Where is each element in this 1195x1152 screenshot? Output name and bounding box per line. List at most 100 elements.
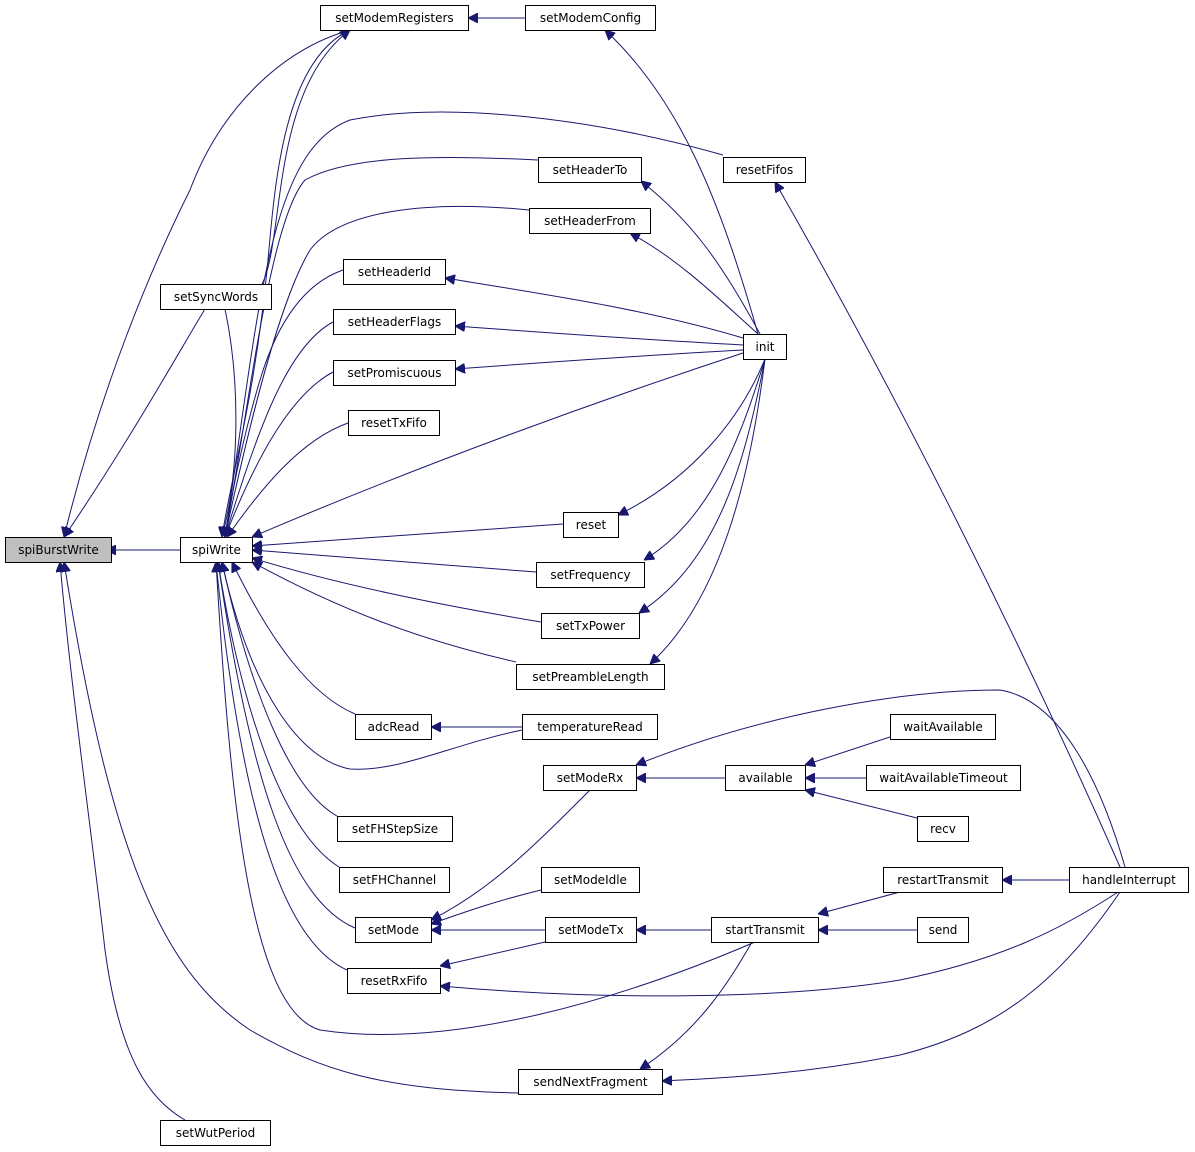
edge-init-to-reset [618, 358, 766, 515]
node-send[interactable]: send [917, 917, 969, 943]
edge-recv-to-available [805, 790, 918, 819]
node-label: temperatureRead [537, 720, 643, 734]
node-startTransmit[interactable]: startTransmit [711, 917, 819, 943]
edge-setHeaderId-to-spiWrite [225, 269, 344, 537]
edge-setModemRegisters-to-spiBurstWrite [64, 29, 351, 537]
node-waitAvailable[interactable]: waitAvailable [890, 714, 996, 740]
node-label: setModemRegisters [335, 11, 453, 25]
node-label: reset [576, 518, 607, 532]
edge-init-to-setHeaderFrom [630, 233, 759, 335]
node-setModemConfig[interactable]: setModemConfig [525, 5, 656, 31]
node-label: waitAvailable [903, 720, 983, 734]
node-label: setFHStepSize [352, 822, 438, 836]
edge-setTxPower-to-spiWrite [252, 558, 542, 623]
node-label: send [929, 923, 958, 937]
node-label: setModeIdle [554, 873, 627, 887]
node-label: recv [930, 822, 956, 836]
node-label: setHeaderTo [553, 163, 628, 177]
node-setHeaderFlags[interactable]: setHeaderFlags [333, 309, 456, 335]
node-label: restartTransmit [897, 873, 989, 887]
edge-init-to-setPreambleLength [650, 358, 766, 664]
edge-setFHStepSize-to-spiWrite [222, 562, 338, 817]
edge-handleInterrupt-to-setModeRx [636, 689, 1126, 868]
node-setHeaderId[interactable]: setHeaderId [343, 259, 446, 285]
node-setModemRegisters[interactable]: setModemRegisters [320, 5, 469, 31]
node-handleInterrupt[interactable]: handleInterrupt [1069, 867, 1189, 893]
node-resetTxFifo[interactable]: resetTxFifo [348, 410, 440, 436]
node-setHeaderTo[interactable]: setHeaderTo [538, 157, 642, 183]
edge-waitAvailable-to-available [805, 736, 891, 765]
edge-temperatureRead-to-spiWrite [222, 562, 523, 770]
edge-setSyncWords-to-spiBurstWrite [64, 308, 206, 537]
node-recv[interactable]: recv [917, 816, 969, 842]
edge-startTransmit-to-sendNextFragment [640, 941, 753, 1069]
edge-setWutPeriod-to-spiBurstWrite [60, 562, 186, 1121]
edge-setHeaderFrom-to-spiWrite [225, 205, 530, 537]
node-setFrequency[interactable]: setFrequency [536, 562, 645, 588]
edge-setHeaderFlags-to-spiWrite [225, 321, 334, 537]
edge-init-to-setFrequency [644, 358, 766, 560]
node-label: setWutPeriod [176, 1126, 256, 1140]
node-reset[interactable]: reset [563, 512, 619, 538]
edge-restartTransmit-to-startTransmit [818, 891, 901, 914]
edge-setSyncWords-to-spiWrite [222, 308, 237, 537]
edge-handleInterrupt-to-resetRxFifo [440, 891, 1119, 997]
node-sendNextFragment[interactable]: sendNextFragment [518, 1069, 663, 1095]
node-label: setSyncWords [174, 290, 258, 304]
node-setModeTx[interactable]: setModeTx [545, 917, 637, 943]
node-setModeRx[interactable]: setModeRx [543, 765, 637, 791]
node-setModeIdle[interactable]: setModeIdle [541, 867, 640, 893]
node-label: setHeaderFrom [544, 214, 636, 228]
node-label: available [738, 771, 792, 785]
node-setMode[interactable]: setMode [355, 917, 432, 943]
node-setTxPower[interactable]: setTxPower [541, 613, 640, 639]
node-label: sendNextFragment [533, 1075, 647, 1089]
edge-setFrequency-to-spiWrite [252, 550, 537, 573]
node-label: setTxPower [556, 619, 625, 633]
edge-setHeaderTo-to-spiWrite [225, 156, 539, 537]
node-resetFifos[interactable]: resetFifos [723, 157, 806, 183]
node-setSyncWords[interactable]: setSyncWords [160, 284, 272, 310]
edge-setPromiscuous-to-spiWrite [225, 371, 334, 537]
node-setHeaderFrom[interactable]: setHeaderFrom [529, 208, 651, 234]
edge-init-to-setModemConfig [605, 30, 759, 335]
node-label: adcRead [368, 720, 420, 734]
node-label: setFHChannel [353, 873, 437, 887]
node-restartTransmit[interactable]: restartTransmit [883, 867, 1003, 893]
node-setPromiscuous[interactable]: setPromiscuous [333, 360, 456, 386]
edge-sendNextFragment-to-spiBurstWrite [64, 562, 519, 1094]
edge-resetTxFifo-to-spiWrite [227, 422, 349, 537]
edge-setModeIdle-to-setMode [431, 889, 542, 924]
node-label: handleInterrupt [1082, 873, 1176, 887]
node-label: waitAvailableTimeout [879, 771, 1008, 785]
node-init[interactable]: init [743, 334, 787, 360]
node-available[interactable]: available [725, 765, 806, 791]
node-label: resetFifos [736, 163, 794, 177]
node-waitAvailableTimeout[interactable]: waitAvailableTimeout [866, 765, 1021, 791]
node-label: setFrequency [550, 568, 630, 582]
edge-handleInterrupt-to-sendNextFragment [662, 891, 1121, 1081]
node-setFHStepSize[interactable]: setFHStepSize [337, 816, 453, 842]
node-resetRxFifo[interactable]: resetRxFifo [347, 968, 441, 994]
edge-init-to-setHeaderId [445, 278, 744, 339]
edge-init-to-setHeaderTo [641, 181, 761, 335]
edge-setSyncWords-to-setModemRegisters [261, 30, 350, 285]
node-label: init [756, 340, 775, 354]
node-setFHChannel[interactable]: setFHChannel [339, 867, 450, 893]
node-setPreambleLength[interactable]: setPreambleLength [516, 664, 665, 690]
edge-setModemRegisters-to-spiWrite [222, 29, 351, 537]
edge-setModeRx-to-setMode [431, 789, 591, 920]
edge-init-to-setTxPower [639, 358, 766, 613]
edge-setFHChannel-to-spiWrite [218, 562, 340, 868]
edge-setPreambleLength-to-spiWrite [252, 562, 517, 663]
node-label: setPreambleLength [532, 670, 648, 684]
node-label: startTransmit [725, 923, 805, 937]
edge-setMode-to-spiWrite [218, 562, 356, 929]
node-spiWrite[interactable]: spiWrite [180, 537, 253, 563]
node-setWutPeriod[interactable]: setWutPeriod [160, 1120, 271, 1146]
node-adcRead[interactable]: adcRead [355, 714, 432, 740]
node-temperatureRead[interactable]: temperatureRead [522, 714, 658, 740]
node-spiBurstWrite: spiBurstWrite [5, 537, 112, 563]
node-label: spiBurstWrite [18, 543, 99, 557]
